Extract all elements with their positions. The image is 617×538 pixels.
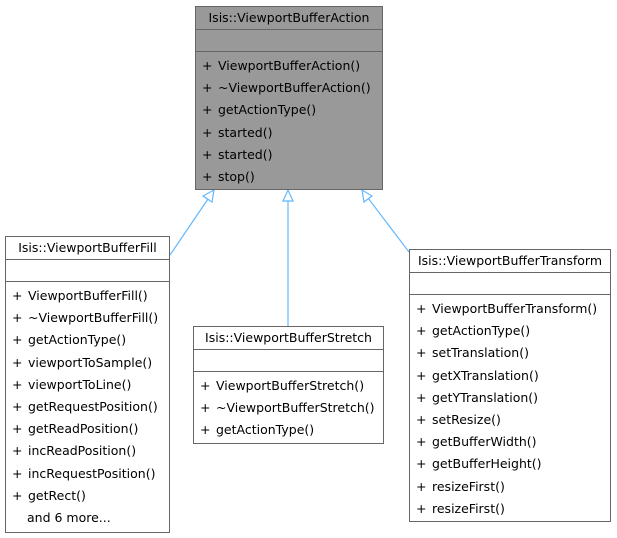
operation: +setTranslation() [416, 345, 529, 361]
operation: +getBufferWidth() [416, 434, 537, 450]
class-operations: +ViewportBufferStretch() +~ViewportBuffe… [194, 372, 383, 442]
edge-transform-to-base [361, 188, 410, 253]
operation: +getRequestPosition() [12, 398, 158, 414]
class-title: Isis::ViewportBufferFill [6, 237, 169, 260]
class-viewport-buffer-stretch[interactable]: Isis::ViewportBufferStretch +ViewportBuf… [193, 326, 384, 444]
operation: +resizeFirst() [416, 478, 505, 494]
operation: +ViewportBufferStretch() [200, 378, 365, 393]
class-attributes [410, 273, 610, 295]
edge-fill-to-base [169, 188, 215, 256]
operation: +getActionType() [202, 102, 317, 118]
operation: +stop() [202, 168, 255, 184]
operation: +ViewportBufferAction() [202, 58, 361, 73]
operation: +getXTranslation() [416, 367, 539, 383]
operation: +getBufferHeight() [416, 456, 542, 472]
class-attributes [196, 30, 382, 52]
operation: +setResize() [416, 411, 501, 427]
class-viewport-buffer-action[interactable]: Isis::ViewportBufferAction +ViewportBuff… [195, 6, 383, 190]
class-title: Isis::ViewportBufferAction [196, 7, 382, 30]
class-attributes [6, 260, 169, 282]
class-attributes [194, 350, 383, 372]
class-viewport-buffer-transform[interactable]: Isis::ViewportBufferTransform +ViewportB… [409, 249, 611, 522]
operation: +getYTranslation() [416, 389, 539, 405]
operation: +resizeFirst() [416, 500, 505, 516]
operation: +~ViewportBufferStretch() [200, 400, 375, 416]
operation: +getReadPosition() [12, 421, 139, 437]
operation: +viewportToLine() [12, 376, 132, 392]
operation: +started() [202, 124, 273, 140]
operation: +~ViewportBufferAction() [202, 80, 371, 96]
operation: +ViewportBufferTransform() [416, 301, 598, 316]
class-title: Isis::ViewportBufferStretch [194, 327, 383, 350]
operation: +~ViewportBufferFill() [12, 310, 159, 326]
edge-stretch-to-base [282, 188, 294, 326]
operation: +getActionType() [416, 323, 531, 339]
class-title: Isis::ViewportBufferTransform [410, 250, 610, 273]
class-operations: +ViewportBufferTransform() +getActionTyp… [410, 295, 610, 520]
operation: +ViewportBufferFill() [12, 288, 148, 303]
class-viewport-buffer-fill[interactable]: Isis::ViewportBufferFill +ViewportBuffer… [5, 236, 170, 533]
operation: +incReadPosition() [12, 443, 137, 459]
class-operations: +ViewportBufferAction() +~ViewportBuffer… [196, 52, 382, 188]
operation: +getActionType() [12, 332, 127, 348]
operation: +incRequestPosition() [12, 465, 156, 481]
class-operations: +ViewportBufferFill() +~ViewportBufferFi… [6, 282, 169, 529]
operation: +getActionType() [200, 422, 315, 438]
operation: +viewportToSample() [12, 354, 153, 370]
more-operations-link[interactable]: and 6 more... [27, 509, 111, 525]
operation: +getRect() [12, 487, 86, 503]
operation: +started() [202, 146, 273, 162]
